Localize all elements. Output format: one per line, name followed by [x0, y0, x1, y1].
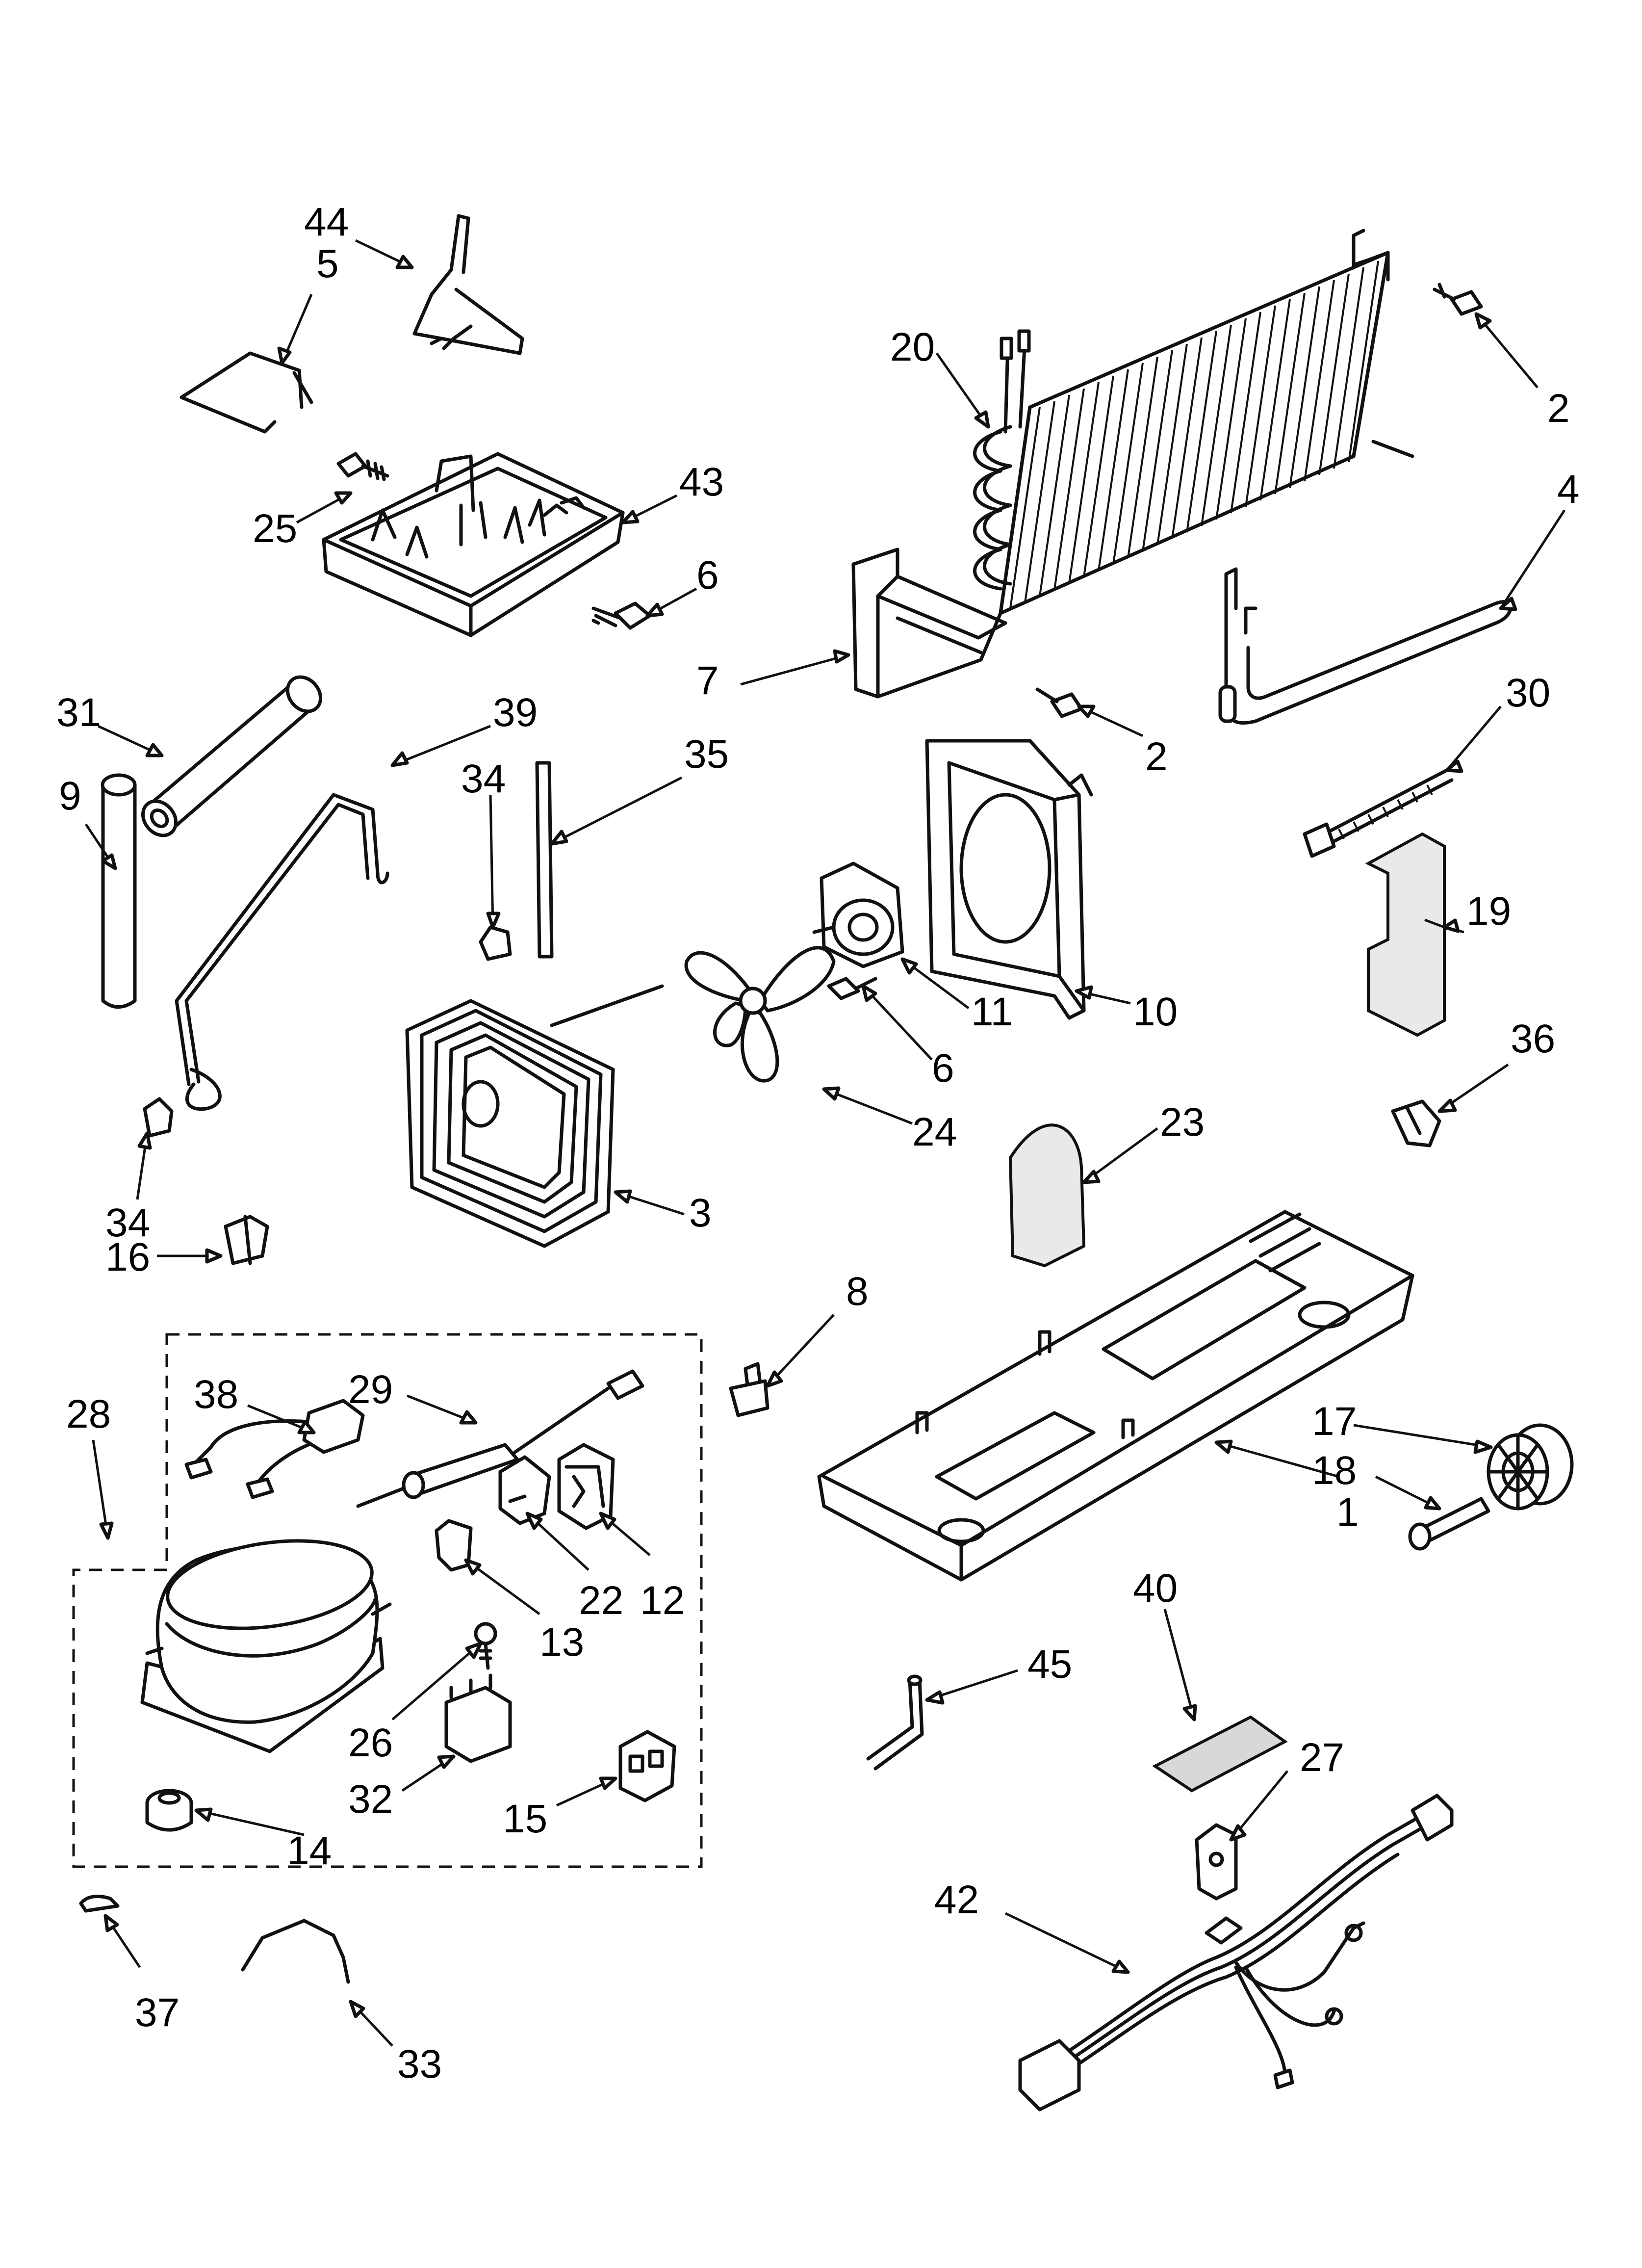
- part-43-tray: [322, 452, 625, 637]
- part-42-power-harness: [1018, 1794, 1454, 2112]
- part-22-relay: [498, 1455, 551, 1525]
- part-29-capacitor: [356, 1369, 644, 1508]
- callout-11: 11: [971, 990, 1013, 1034]
- part-27-bracket: [1195, 1823, 1238, 1901]
- part-40-label: [1152, 1715, 1288, 1793]
- part-4-drain-heater: [1218, 567, 1513, 725]
- callout-25: 25: [253, 506, 297, 551]
- part-24-fan-blade: [684, 946, 836, 1083]
- callout-14: 14: [287, 1828, 332, 1873]
- callout-34b: 34: [105, 1200, 150, 1245]
- callout-3: 3: [689, 1191, 712, 1235]
- callout-42: 42: [934, 1877, 979, 1922]
- callout-20: 20: [890, 325, 935, 369]
- part-15-connector: [618, 1730, 676, 1802]
- part-33-wire: [241, 1919, 350, 1984]
- callout-2b: 2: [1145, 734, 1168, 779]
- callout-43: 43: [679, 460, 724, 504]
- part-19-foam-pad: [1365, 832, 1446, 1037]
- callout-13: 13: [539, 1620, 584, 1665]
- callout-17: 17: [1312, 1399, 1357, 1444]
- part-44-tube-bracket: [412, 214, 524, 355]
- callout-33: 33: [397, 2042, 442, 2086]
- callout-26: 26: [348, 1721, 393, 1765]
- part-34a-clip: [479, 925, 512, 961]
- part-25-screw: [336, 452, 389, 481]
- part-1-base-pan: [817, 1210, 1414, 1582]
- part-38-wire-harness: [184, 1399, 365, 1499]
- callout-31: 31: [56, 690, 101, 735]
- callout-35: 35: [684, 732, 729, 777]
- callout-5: 5: [316, 241, 339, 286]
- callout-27: 27: [1300, 1735, 1344, 1780]
- part-2a-screw: [1433, 283, 1483, 316]
- part-31-insulation-tube: [141, 675, 323, 837]
- callout-9: 9: [59, 774, 81, 818]
- leader-lines: [84, 239, 1566, 2047]
- callout-18: 18: [1312, 1448, 1357, 1493]
- part-37-clip: [79, 1895, 120, 1913]
- callout-38: 38: [194, 1372, 238, 1417]
- group-28-outline: [72, 1333, 703, 1868]
- callout-7: 7: [696, 658, 719, 703]
- callout-1: 1: [1336, 1490, 1359, 1535]
- callout-16: 16: [105, 1235, 150, 1279]
- callout-19: 19: [1466, 889, 1511, 934]
- part-9-cylinder: [101, 773, 137, 1009]
- callout-29: 29: [348, 1367, 393, 1412]
- callout-39: 39: [493, 690, 538, 735]
- part-5-wire-clip: [180, 351, 313, 434]
- callout-40: 40: [1133, 1566, 1178, 1611]
- part-26-screw: [474, 1622, 497, 1670]
- part-28-compressor: [140, 1539, 392, 1753]
- part-3-condenser: [405, 984, 664, 1248]
- callout-28: 28: [66, 1392, 111, 1436]
- part-32-start-device: [444, 1673, 512, 1763]
- part-17-wheel: [1487, 1423, 1574, 1511]
- part-23-foam-block: [1008, 1123, 1086, 1268]
- part-34b-clip: [143, 1097, 174, 1138]
- callout-37: 37: [135, 1990, 180, 2035]
- callout-24: 24: [912, 1110, 957, 1154]
- callout-12: 12: [640, 1578, 685, 1623]
- part-14-grommet: [145, 1789, 193, 1832]
- part-7-shroud-bracket: [851, 547, 1007, 699]
- part-36-clip: [1391, 1099, 1441, 1147]
- part-16-clip: [224, 1215, 269, 1265]
- callout-32: 32: [348, 1777, 393, 1822]
- part-18-axle-pin: [1408, 1497, 1490, 1551]
- part-6b-screw: [827, 977, 877, 1000]
- callout-8: 8: [846, 1269, 869, 1314]
- callout-36: 36: [1511, 1017, 1555, 1061]
- callout-45: 45: [1027, 1642, 1072, 1687]
- part-8-grommet: [729, 1362, 770, 1417]
- part-10-fan-shroud: [925, 739, 1093, 1020]
- callout-labels: 44 5 20 2 43 25 4 6 7 31 39 2 30 35 34 9…: [56, 200, 1580, 2086]
- part-20-condenser-coil: [973, 229, 1414, 615]
- part-30-cable-tie: [1303, 768, 1454, 858]
- callout-4: 4: [1557, 467, 1580, 512]
- callout-10: 10: [1133, 990, 1178, 1034]
- part-2b-screw: [1035, 687, 1083, 718]
- part-11-fan-motor: [812, 861, 904, 968]
- callout-34a: 34: [461, 756, 506, 801]
- part-35-rod: [535, 761, 554, 959]
- callout-2a: 2: [1547, 386, 1570, 431]
- callout-6b: 6: [932, 1046, 954, 1091]
- part-45-tube: [866, 1674, 924, 1771]
- callout-44: 44: [304, 200, 349, 244]
- part-6a-screw: [591, 601, 652, 630]
- callout-23: 23: [1160, 1100, 1205, 1145]
- callout-30: 30: [1506, 671, 1550, 715]
- part-39-tube: [175, 793, 389, 1111]
- callout-6a: 6: [696, 553, 719, 598]
- callout-22: 22: [579, 1578, 623, 1623]
- callout-15: 15: [503, 1797, 547, 1841]
